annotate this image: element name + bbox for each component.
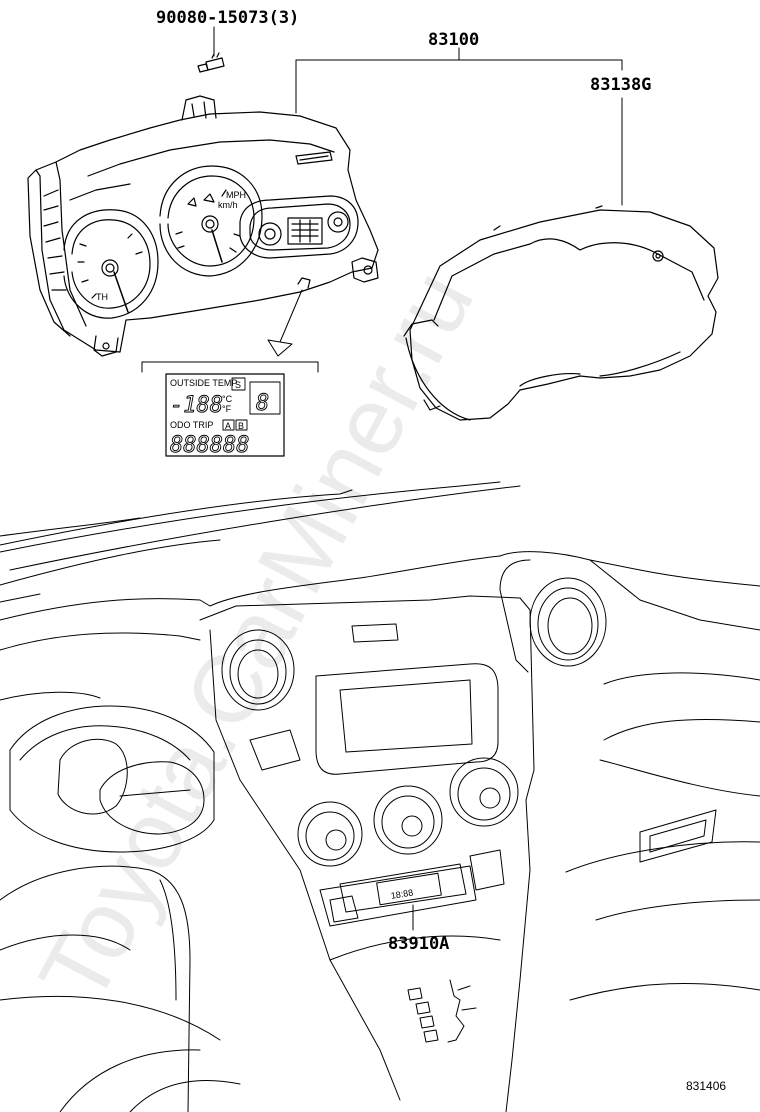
svg-text:km/h: km/h: [218, 200, 238, 210]
lcd-odo-trip: ODO TRIP: [170, 420, 213, 430]
clock-display: 18:88: [390, 887, 414, 900]
callouts: 90080-15073(3) 83100 83138G 83910A 83140…: [156, 8, 726, 1093]
combination-meter-83100: TH km/h MPH: [27, 95, 379, 357]
bolt-90080-15073: [197, 52, 225, 73]
lcd-outside-temp: OUTSIDE TEMP: [170, 378, 237, 388]
svg-text:TH: TH: [96, 292, 108, 302]
watermark: Toyota.CarMiner.ru: [19, 254, 494, 1020]
label-83910a[interactable]: 83910A: [388, 934, 449, 954]
lcd-inset: OUTSIDE TEMP S -188 °C °F 8 ODO TRIP A B…: [141, 361, 319, 458]
label-83100[interactable]: 83100: [428, 30, 479, 50]
lcd-frame: [165, 373, 285, 457]
dashboard-interior: 18:88: [0, 481, 760, 1112]
svg-text:MPH: MPH: [226, 190, 246, 200]
label-90080-15073[interactable]: 90080-15073(3): [156, 8, 299, 28]
lcd-deg-c: °C: [222, 394, 233, 404]
svg-text:Toyota.CarMiner.ru: Toyota.CarMiner.ru: [19, 254, 494, 1020]
lcd-deg-f: °F: [222, 404, 232, 414]
lcd-gear-digit: 8: [256, 391, 269, 416]
leader-83100-bracket: [295, 47, 623, 114]
inset-bracket: [141, 361, 319, 373]
lcd-odo-value: 888888: [170, 433, 249, 458]
lcd-s-badge: S: [235, 380, 241, 390]
meter-cover-83138g: [403, 205, 719, 421]
lcd-temp-value: -188: [170, 393, 223, 418]
diagram-number: 831406: [686, 1079, 726, 1093]
arrow-to-inset: [267, 289, 303, 357]
lcd-a-badge: A: [225, 421, 231, 431]
label-83138g[interactable]: 83138G: [590, 75, 651, 95]
lcd-b-badge: B: [238, 421, 244, 431]
